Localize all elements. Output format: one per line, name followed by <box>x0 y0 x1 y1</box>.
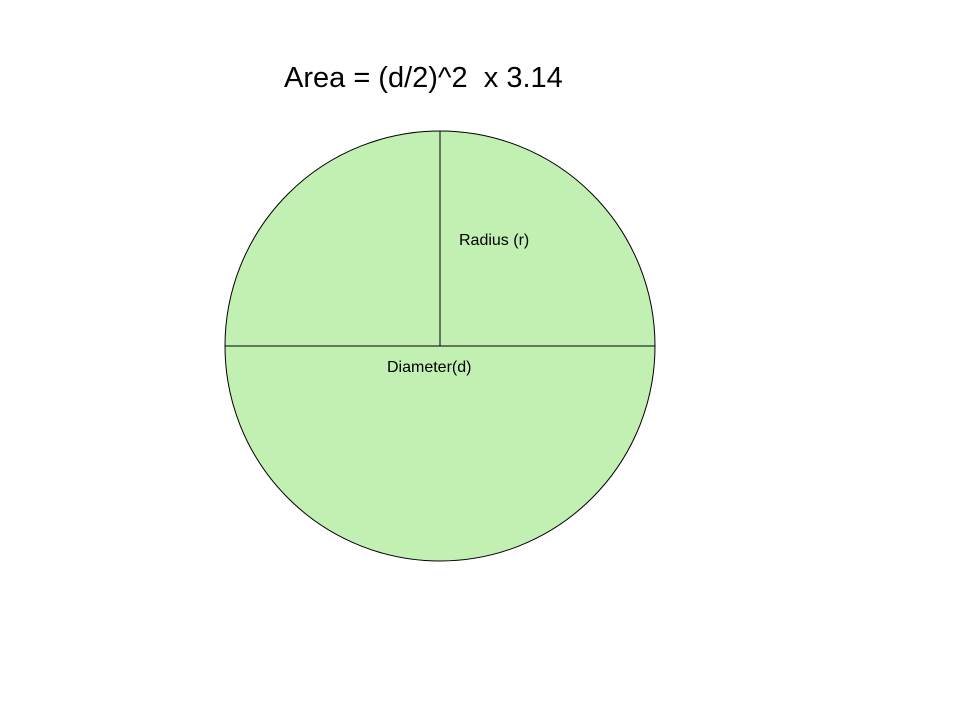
diameter-label: Diameter(d) <box>387 359 472 376</box>
area-formula-title: Area = (d/2)^2 x 3.14 <box>284 62 563 94</box>
radius-label: Radius (r) <box>459 232 530 249</box>
